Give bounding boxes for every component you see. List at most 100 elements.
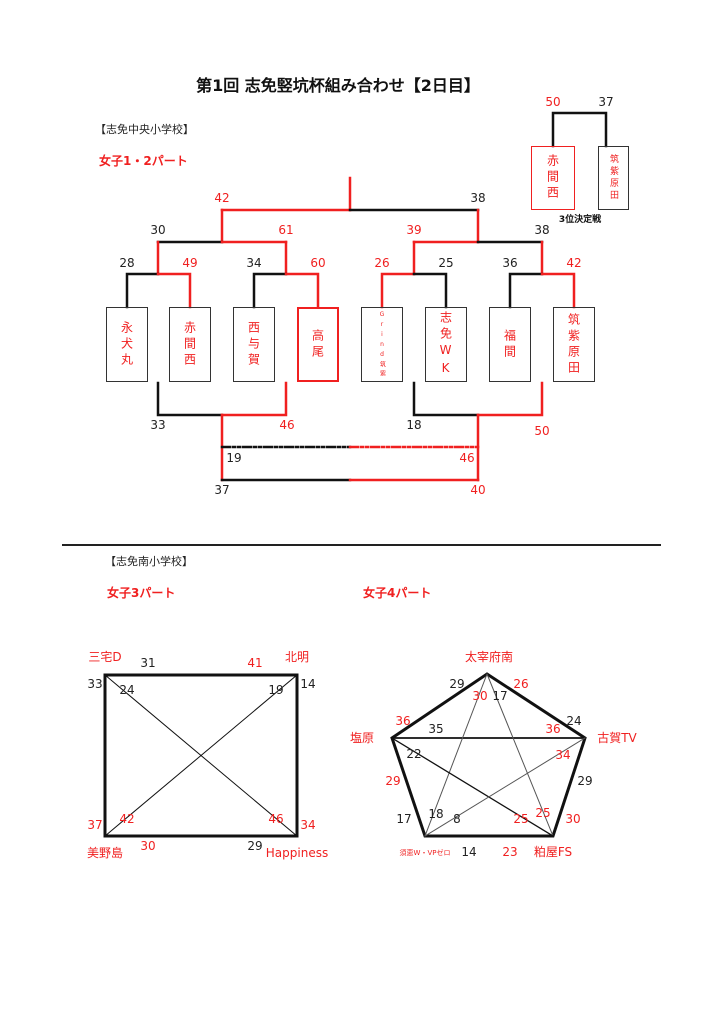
quarter-line bbox=[156, 272, 192, 309]
score: 19 bbox=[268, 683, 283, 697]
score: 25 bbox=[438, 256, 453, 270]
part-heading: 女子3パート bbox=[107, 586, 176, 600]
venue-heading: 【志免中央小学校】 bbox=[95, 123, 194, 136]
score: 36 bbox=[502, 256, 517, 270]
score: 29 bbox=[385, 774, 400, 788]
team-box: 西与賀 bbox=[233, 307, 275, 382]
score: 49 bbox=[182, 256, 197, 270]
score: 60 bbox=[310, 256, 325, 270]
score: 14 bbox=[461, 845, 476, 859]
score: 30 bbox=[140, 839, 155, 853]
score: 29 bbox=[247, 839, 262, 853]
score: 41 bbox=[247, 656, 262, 670]
score: 42 bbox=[119, 812, 134, 826]
score: 25 bbox=[513, 812, 528, 826]
score: 50 bbox=[545, 95, 560, 109]
team-label: 三宅D bbox=[88, 649, 121, 664]
score: 29 bbox=[449, 677, 464, 691]
team-name: 筑紫原田 bbox=[566, 312, 581, 377]
score: 18 bbox=[428, 807, 443, 821]
team-label: Happiness bbox=[266, 846, 328, 860]
score: 18 bbox=[406, 418, 421, 432]
score: 50 bbox=[534, 424, 549, 438]
team-name: 福間 bbox=[502, 328, 517, 361]
score: 61 bbox=[278, 223, 293, 237]
score: 34 bbox=[555, 748, 570, 762]
round-robin-square bbox=[103, 673, 299, 838]
score: 23 bbox=[502, 845, 517, 859]
quarter-line bbox=[252, 272, 288, 309]
score: 24 bbox=[566, 714, 581, 728]
score: 30 bbox=[472, 689, 487, 703]
quarter-line bbox=[125, 272, 160, 309]
score: 26 bbox=[513, 677, 528, 691]
consolation-line bbox=[220, 381, 288, 417]
score: 46 bbox=[279, 418, 294, 432]
score: 25 bbox=[535, 806, 550, 820]
score: 34 bbox=[300, 818, 315, 832]
team-label: 粕屋FS bbox=[534, 844, 572, 859]
team-name: 赤間西 bbox=[545, 154, 560, 202]
consolation-line bbox=[156, 381, 224, 417]
team-name: 志免WK bbox=[438, 310, 453, 379]
team-box: Grind筑紫 bbox=[361, 307, 403, 382]
quarter-line bbox=[412, 272, 448, 309]
round-robin-pentagon bbox=[390, 672, 587, 838]
team-name: 筑紫原田 bbox=[608, 154, 618, 202]
team-name: 高尾 bbox=[310, 328, 325, 361]
team-label: 美野島 bbox=[87, 845, 123, 860]
score: 46 bbox=[268, 812, 283, 826]
part-heading: 女子4パート bbox=[363, 586, 432, 600]
score: 14 bbox=[300, 677, 315, 691]
score: 8 bbox=[453, 812, 461, 826]
score: 46 bbox=[459, 451, 474, 465]
team-name: 永犬丸 bbox=[119, 320, 134, 369]
score: 29 bbox=[577, 774, 592, 788]
team-label: 太宰府南 bbox=[465, 649, 513, 664]
score: 22 bbox=[406, 747, 421, 761]
team-name: 西与賀 bbox=[246, 320, 261, 369]
third-place-team-box: 筑紫原田 bbox=[598, 146, 629, 210]
team-label: 北明 bbox=[285, 650, 309, 664]
pentagon-line bbox=[486, 673, 554, 837]
score: 37 bbox=[87, 818, 102, 832]
consolation-line bbox=[476, 381, 544, 417]
team-box: 高尾 bbox=[297, 307, 339, 382]
team-box: 赤間西 bbox=[169, 307, 211, 382]
diagonal-line bbox=[104, 674, 298, 837]
score: 17 bbox=[396, 812, 411, 826]
third-place-team-box: 赤間西 bbox=[531, 146, 575, 210]
score: 42 bbox=[214, 191, 229, 205]
score: 28 bbox=[119, 256, 134, 270]
score: 40 bbox=[470, 483, 485, 497]
team-box: 福間 bbox=[489, 307, 531, 382]
quarter-line bbox=[380, 272, 416, 309]
quarter-line bbox=[508, 272, 544, 309]
score: 30 bbox=[150, 223, 165, 237]
venue-heading: 【志免南小学校】 bbox=[105, 555, 193, 568]
third-place-label: 3位決定戦 bbox=[558, 215, 602, 225]
team-name: 赤間西 bbox=[182, 320, 197, 369]
third-place-line bbox=[551, 111, 608, 148]
consolation-line bbox=[412, 381, 480, 417]
score: 35 bbox=[428, 722, 443, 736]
score: 38 bbox=[534, 223, 549, 237]
score: 36 bbox=[545, 722, 560, 736]
team-label: 古賀TV bbox=[597, 730, 637, 745]
score: 24 bbox=[119, 683, 134, 697]
page-title: 第1回 志免竪坑杯組み合わせ【2日目】 bbox=[196, 76, 480, 95]
team-box: 永犬丸 bbox=[106, 307, 148, 382]
pentagon-line bbox=[391, 737, 554, 837]
score: 37 bbox=[598, 95, 613, 109]
score: 26 bbox=[374, 256, 389, 270]
score: 37 bbox=[214, 483, 229, 497]
score: 39 bbox=[406, 223, 421, 237]
team-label: 塩原 bbox=[350, 730, 374, 745]
quarter-line bbox=[284, 272, 320, 309]
team-box: 志免WK bbox=[425, 307, 467, 382]
team-label: 須恵W・VPゼロ bbox=[400, 848, 451, 857]
score: 38 bbox=[470, 191, 485, 205]
pentagon-line bbox=[424, 673, 488, 837]
score: 17 bbox=[492, 689, 507, 703]
